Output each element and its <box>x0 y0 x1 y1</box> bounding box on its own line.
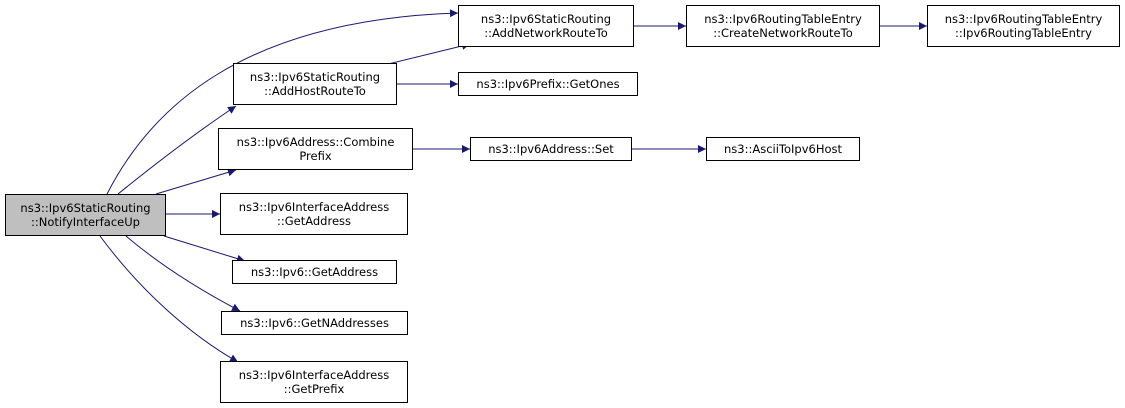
node-ascii-to-ipv6-host[interactable]: ns3::AsciiToIpv6Host <box>706 137 860 161</box>
node-line-1: ns3::Ipv6InterfaceAddress <box>238 368 390 382</box>
node-line-1: ns3::Ipv6InterfaceAddress <box>238 200 390 214</box>
node-add-host-route-to[interactable]: ns3::Ipv6StaticRouting ::AddHostRouteTo <box>233 63 397 105</box>
node-line-2: Prefix <box>299 149 332 163</box>
node-interface-get-address[interactable]: ns3::Ipv6InterfaceAddress ::GetAddress <box>220 193 408 235</box>
edge-notify-add-host <box>117 105 237 195</box>
node-line-1: ns3::Ipv6StaticRouting <box>480 12 612 26</box>
node-add-network-route-to[interactable]: ns3::Ipv6StaticRouting ::AddNetworkRoute… <box>458 5 634 47</box>
edge-notify-iface-get-prefix <box>99 235 239 363</box>
node-notify-interface-up: ns3::Ipv6StaticRouting ::NotifyInterface… <box>5 194 166 236</box>
node-line-2: ::AddNetworkRouteTo <box>484 26 608 40</box>
node-line-1: ns3::Ipv6Address::Set <box>488 142 614 156</box>
node-line-2: ::AddHostRouteTo <box>264 84 366 98</box>
edge-notify-add-network <box>106 9 459 195</box>
node-combine-prefix[interactable]: ns3::Ipv6Address::Combine Prefix <box>218 128 413 170</box>
node-line-2: ::GetPrefix <box>283 382 345 396</box>
edge-add-host-add-network <box>379 42 471 67</box>
edge-notify-ipv6-get-address <box>163 235 246 263</box>
node-routing-table-entry-ctor[interactable]: ns3::Ipv6RoutingTableEntry ::Ipv6Routing… <box>927 5 1120 47</box>
node-line-1: ns3::Ipv6RoutingTableEntry <box>704 12 862 26</box>
node-address-set[interactable]: ns3::Ipv6Address::Set <box>470 137 632 161</box>
node-line-2: ::NotifyInterfaceUp <box>31 215 140 229</box>
node-line-1: ns3::Ipv6::GetAddress <box>250 265 379 279</box>
node-line-1: ns3::Ipv6Prefix::GetOnes <box>476 77 620 91</box>
node-line-1: ns3::AsciiToIpv6Host <box>723 142 843 156</box>
node-line-1: ns3::Ipv6RoutingTableEntry <box>944 12 1103 26</box>
node-interface-get-prefix[interactable]: ns3::Ipv6InterfaceAddress ::GetPrefix <box>220 361 408 403</box>
node-line-1: ns3::Ipv6Address::Combine <box>236 135 395 149</box>
node-line-2: ::GetAddress <box>276 214 352 228</box>
node-line-1: ns3::Ipv6StaticRouting <box>249 70 381 84</box>
node-prefix-get-ones[interactable]: ns3::Ipv6Prefix::GetOnes <box>458 72 638 96</box>
node-line-2: ::Ipv6RoutingTableEntry <box>955 26 1092 40</box>
node-line-1: ns3::Ipv6::GetNAddresses <box>240 316 389 330</box>
edge-notify-combine-prefix <box>155 168 237 195</box>
node-ipv6-get-naddresses[interactable]: ns3::Ipv6::GetNAddresses <box>221 311 408 335</box>
node-ipv6-get-address[interactable]: ns3::Ipv6::GetAddress <box>232 260 397 284</box>
node-line-2: ::CreateNetworkRouteTo <box>713 26 853 40</box>
edge-notify-ipv6-get-naddresses <box>125 235 241 312</box>
node-line-1: ns3::Ipv6StaticRouting <box>20 201 151 215</box>
node-create-network-route-to[interactable]: ns3::Ipv6RoutingTableEntry ::CreateNetwo… <box>686 5 880 47</box>
